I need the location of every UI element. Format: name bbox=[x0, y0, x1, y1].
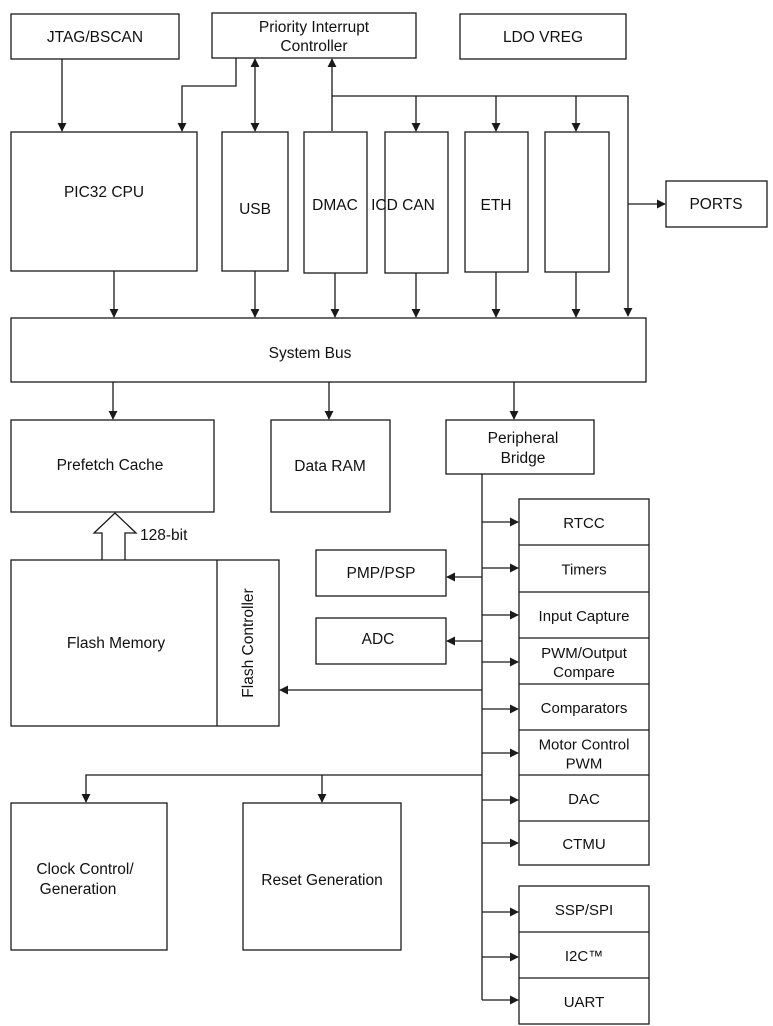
unlabeled-master-block bbox=[544, 131, 610, 273]
prefetch-cache-label: Prefetch Cache bbox=[57, 457, 164, 474]
eth-label: ETH bbox=[481, 197, 512, 214]
dmac-block: DMAC bbox=[303, 131, 368, 274]
clock-control-label-line2: Generation bbox=[40, 881, 117, 898]
pic32-cpu-label: PIC32 CPU bbox=[64, 184, 144, 201]
reset-generation-block: Reset Generation bbox=[242, 802, 402, 951]
pwm-output-label-line2: Compare bbox=[553, 664, 615, 681]
eth-block: ETH bbox=[464, 131, 529, 273]
pic32-cpu-block: PIC32 CPU bbox=[10, 131, 198, 272]
ldo-vreg-block: LDO VREG bbox=[459, 13, 627, 60]
usb-block: USB bbox=[221, 131, 289, 272]
i2c-label: I2C™ bbox=[565, 948, 603, 965]
input-capture-label: Input Capture bbox=[539, 608, 630, 625]
peripheral-bridge-label-line1: Peripheral bbox=[488, 430, 559, 447]
flash-memory-label: Flash Memory bbox=[67, 635, 165, 652]
priority-interrupt-label-line2: Controller bbox=[280, 38, 347, 55]
ports-block: PORTS bbox=[665, 180, 768, 228]
ssp-spi-label: SSP/SPI bbox=[555, 902, 613, 919]
data-ram-label: Data RAM bbox=[294, 458, 366, 475]
usb-label: USB bbox=[239, 201, 271, 218]
ldo-vreg-label: LDO VREG bbox=[503, 29, 583, 46]
motor-control-label-line1: Motor Control bbox=[539, 737, 630, 754]
data-ram-block: Data RAM bbox=[270, 419, 391, 513]
priority-interrupt-label-line1: Priority Interrupt bbox=[259, 19, 370, 36]
clock-control-block: Clock Control/ Generation bbox=[10, 802, 168, 951]
dmac-label: DMAC bbox=[312, 197, 358, 214]
adc-label: ADC bbox=[362, 631, 395, 648]
adc-block: ADC bbox=[315, 617, 447, 665]
rtcc-label: RTCC bbox=[563, 515, 605, 532]
comm-peripheral-stack: SSP/SPI I2C™ UART bbox=[518, 885, 650, 1025]
jtag-bscan-label: JTAG/BSCAN bbox=[47, 29, 143, 46]
dac-label: DAC bbox=[568, 791, 600, 808]
icd-can-label: ICD CAN bbox=[371, 197, 435, 214]
pmp-psp-label: PMP/PSP bbox=[347, 565, 416, 582]
pmp-psp-block: PMP/PSP bbox=[315, 549, 447, 597]
system-bus-block: System Bus bbox=[10, 317, 647, 383]
prefetch-cache-block: Prefetch Cache bbox=[10, 419, 215, 513]
peripheral-bridge-label-line2: Bridge bbox=[501, 450, 546, 467]
bus-width-label: 128-bit bbox=[140, 527, 188, 544]
ctmu-label: CTMU bbox=[562, 836, 605, 853]
system-bus-label: System Bus bbox=[269, 345, 352, 362]
pwm-output-label-line1: PWM/Output bbox=[541, 645, 628, 662]
icd-can-block: ICD CAN bbox=[371, 131, 449, 274]
peripheral-bridge-block: Peripheral Bridge bbox=[445, 419, 595, 475]
priority-interrupt-controller-block: Priority Interrupt Controller bbox=[211, 12, 417, 59]
flash-memory-block: Flash Memory Flash Controller bbox=[10, 559, 280, 727]
comparators-label: Comparators bbox=[541, 700, 628, 717]
clock-control-label-line1: Clock Control/ bbox=[36, 861, 134, 878]
flash-to-cache-wide-arrow: 128-bit bbox=[92, 512, 188, 560]
motor-control-label-line2: PWM bbox=[566, 756, 603, 773]
uart-label: UART bbox=[564, 994, 605, 1011]
ports-label: PORTS bbox=[689, 196, 742, 213]
reset-generation-label: Reset Generation bbox=[261, 872, 383, 889]
timers-label: Timers bbox=[561, 562, 606, 579]
connections bbox=[57, 58, 666, 1005]
jtag-bscan-block: JTAG/BSCAN bbox=[10, 13, 180, 60]
flash-controller-label: Flash Controller bbox=[240, 588, 257, 697]
